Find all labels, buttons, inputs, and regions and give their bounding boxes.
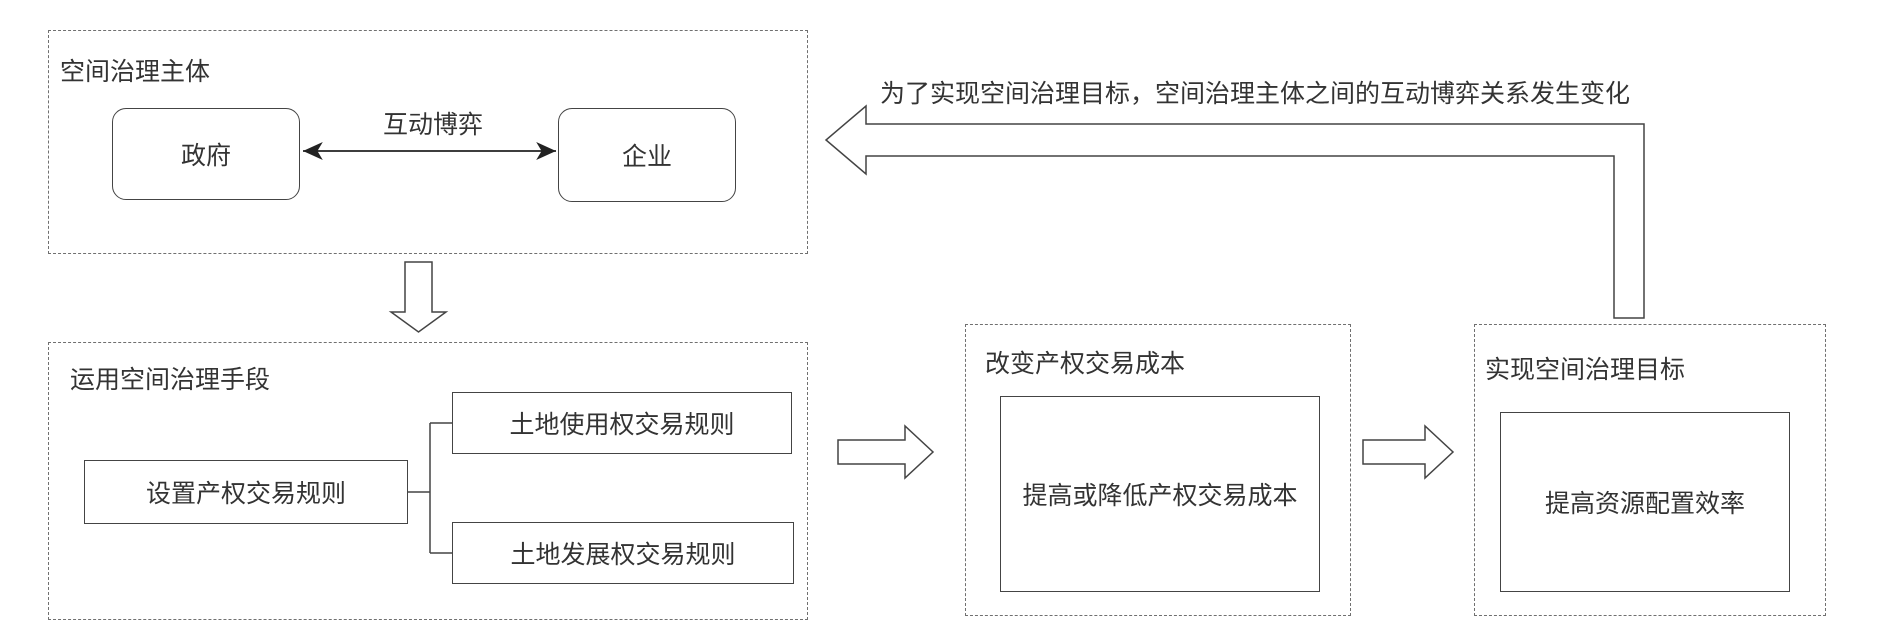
achieve-goal-title: 实现空间治理目标 <box>1485 355 1686 384</box>
change-cost-group <box>965 324 1351 616</box>
land-dev-rules-box: 土地发展权交易规则 <box>452 522 794 584</box>
enterprise-node: 企业 <box>558 108 736 202</box>
interaction-label: 互动博弈 <box>383 110 484 139</box>
feedback-label: 为了实现空间治理目标，空间治理主体之间的互动博弈关系发生变化 <box>880 79 1631 108</box>
change-cost-content-box: 提高或降低产权交易成本 <box>1000 396 1320 592</box>
government-node: 政府 <box>112 108 300 200</box>
governance-subject-group <box>48 30 808 254</box>
feedback-block-arrow <box>824 104 1645 319</box>
governance-means-group <box>48 342 808 620</box>
right-block-arrow-1 <box>837 424 935 480</box>
governance-subject-title: 空间治理主体 <box>60 57 211 86</box>
set-rules-box: 设置产权交易规则 <box>84 460 408 524</box>
change-cost-title: 改变产权交易成本 <box>985 349 1186 378</box>
achieve-goal-content-box: 提高资源配置效率 <box>1500 412 1790 592</box>
right-block-arrow-2 <box>1362 424 1455 480</box>
land-use-rules-box: 土地使用权交易规则 <box>452 392 792 454</box>
achieve-goal-group <box>1474 324 1826 616</box>
governance-means-title: 运用空间治理手段 <box>70 365 271 394</box>
down-block-arrow <box>388 261 449 333</box>
